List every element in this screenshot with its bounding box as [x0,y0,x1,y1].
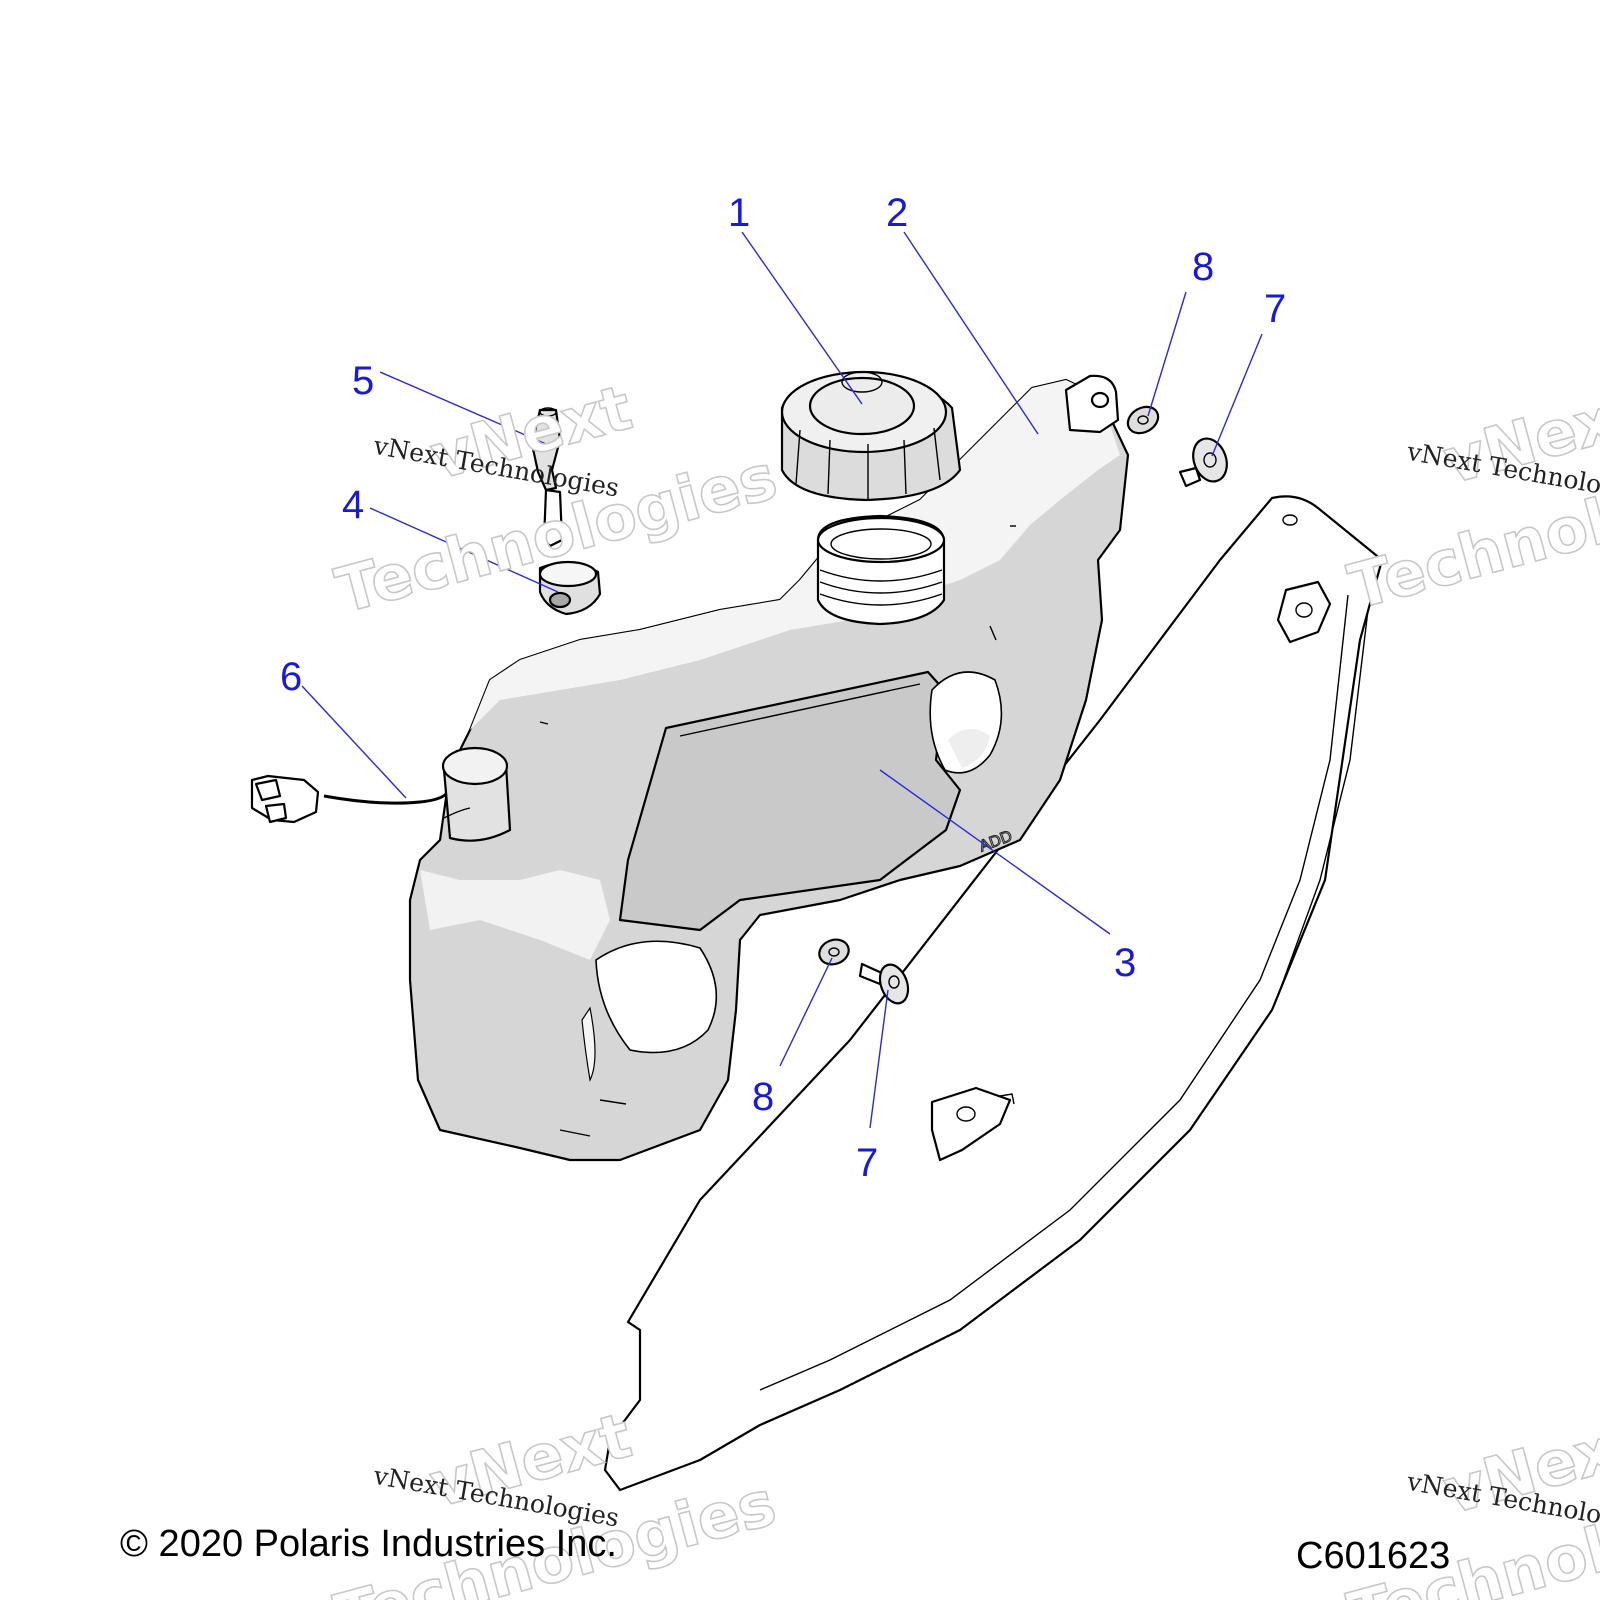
leader-3 [879,769,1111,935]
copyright-notice: © 2020 Polaris Industries Inc. [120,1523,617,1565]
filler-neck [816,514,946,626]
washer-upper [1126,405,1160,435]
callout-6: 6 [280,655,302,699]
filler-cap [780,370,962,502]
callout-labels: 1 2 8 7 5 4 6 3 8 7 [280,191,1286,1185]
diagram-code: C601623 [1296,1535,1450,1577]
vent-fitting [530,407,564,548]
leader-2 [903,231,1039,435]
leader-8-lower [779,957,833,1067]
callout-8-upper: 8 [1192,245,1214,289]
leader-lines [301,231,1263,1129]
callout-1: 1 [728,191,750,235]
callout-5: 5 [352,359,374,403]
leader-7-lower [869,989,889,1129]
leader-6 [301,685,407,799]
callout-4: 4 [342,483,364,527]
tank-mount-tab [1064,374,1120,434]
callout-3: 3 [1114,941,1136,985]
level-sender [250,746,512,842]
grommet [538,560,602,616]
leader-7-upper [1211,333,1263,457]
leader-1 [741,231,863,405]
washer-lower [818,938,850,966]
frame-bracket [603,495,1384,1492]
callout-7-lower: 7 [856,1141,878,1185]
leader-8-upper [1147,291,1187,417]
callout-8-lower: 8 [752,1075,774,1119]
leader-5 [379,371,547,445]
callout-7-upper: 7 [1264,287,1286,331]
watermark-top-right: vNext Technologies vNext Technologies [1341,374,1600,624]
screw-upper [1178,437,1228,488]
leader-4 [369,507,559,593]
callout-2: 2 [886,191,908,235]
